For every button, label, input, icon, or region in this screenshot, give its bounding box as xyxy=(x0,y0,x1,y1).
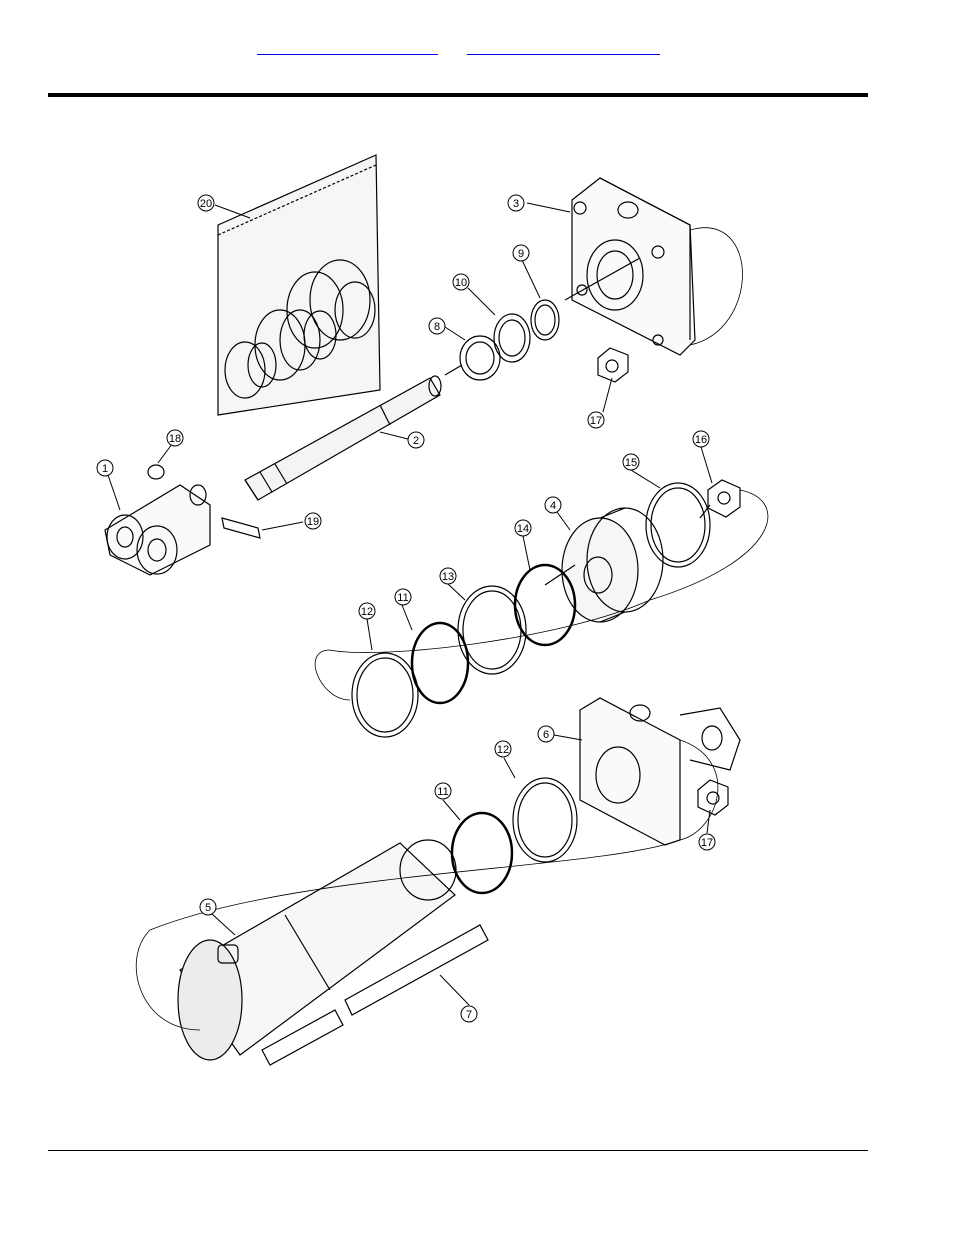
svg-text:1: 1 xyxy=(102,463,108,475)
callout-13: 13 xyxy=(440,568,456,584)
ring-11-bottom xyxy=(452,813,512,893)
cylinder-head-rear xyxy=(580,698,740,845)
callout-8: 8 xyxy=(429,318,445,334)
cylinder-head-front xyxy=(572,178,695,355)
svg-text:6: 6 xyxy=(543,729,549,741)
ring-14 xyxy=(515,565,575,645)
callout-20: 20 xyxy=(198,195,214,211)
callout-4: 4 xyxy=(545,497,561,513)
callout-15: 15 xyxy=(623,454,639,470)
rod-clevis xyxy=(105,485,210,575)
callout-19: 19 xyxy=(305,513,321,529)
seal-kit-bag xyxy=(218,155,380,415)
callout-9: 9 xyxy=(513,245,529,261)
svg-text:10: 10 xyxy=(455,277,467,289)
callout-18: 18 xyxy=(167,430,183,446)
svg-text:12: 12 xyxy=(497,744,509,756)
callout-17b: 17 xyxy=(699,834,715,850)
svg-text:5: 5 xyxy=(205,902,211,914)
svg-text:20: 20 xyxy=(200,198,212,210)
callout-10: 10 xyxy=(453,274,469,290)
callout-11a: 11 xyxy=(395,589,411,605)
callout-1: 1 xyxy=(97,460,113,476)
bolt-19 xyxy=(222,518,260,538)
callout-11b: 11 xyxy=(435,783,451,799)
svg-text:4: 4 xyxy=(550,500,556,512)
piston xyxy=(562,508,663,622)
svg-text:19: 19 xyxy=(307,516,319,528)
svg-text:14: 14 xyxy=(517,523,529,535)
callout-7: 7 xyxy=(461,1006,477,1022)
callout-3: 3 xyxy=(508,195,524,211)
callout-5: 5 xyxy=(200,899,216,915)
callout-16: 16 xyxy=(693,431,709,447)
callout-14: 14 xyxy=(515,520,531,536)
seal-15 xyxy=(646,483,710,567)
footer-rule xyxy=(48,1150,868,1151)
callout-12b: 12 xyxy=(495,741,511,757)
ring-11-top xyxy=(412,623,468,703)
ring-12-bottom xyxy=(513,778,577,862)
svg-text:9: 9 xyxy=(518,248,524,260)
svg-text:2: 2 xyxy=(413,435,419,447)
callout-17a: 17 xyxy=(588,412,604,428)
ring-12-top xyxy=(352,653,418,737)
svg-text:7: 7 xyxy=(466,1009,472,1021)
cylinder-barrel xyxy=(178,840,456,1060)
svg-text:18: 18 xyxy=(169,433,181,445)
svg-text:17: 17 xyxy=(701,837,713,849)
grease-fitting-18 xyxy=(148,465,164,479)
svg-text:13: 13 xyxy=(442,571,454,583)
callout-6: 6 xyxy=(538,726,554,742)
callout-12a: 12 xyxy=(359,603,375,619)
svg-text:15: 15 xyxy=(625,457,637,469)
svg-text:8: 8 xyxy=(434,321,440,333)
svg-text:17: 17 xyxy=(590,415,602,427)
svg-text:12: 12 xyxy=(361,606,373,618)
svg-text:11: 11 xyxy=(437,786,448,798)
svg-text:11: 11 xyxy=(397,592,408,604)
nut-17-top xyxy=(598,348,628,382)
svg-text:3: 3 xyxy=(513,198,519,210)
svg-text:16: 16 xyxy=(695,434,707,446)
nut-16 xyxy=(708,480,740,517)
callout-2: 2 xyxy=(408,432,424,448)
